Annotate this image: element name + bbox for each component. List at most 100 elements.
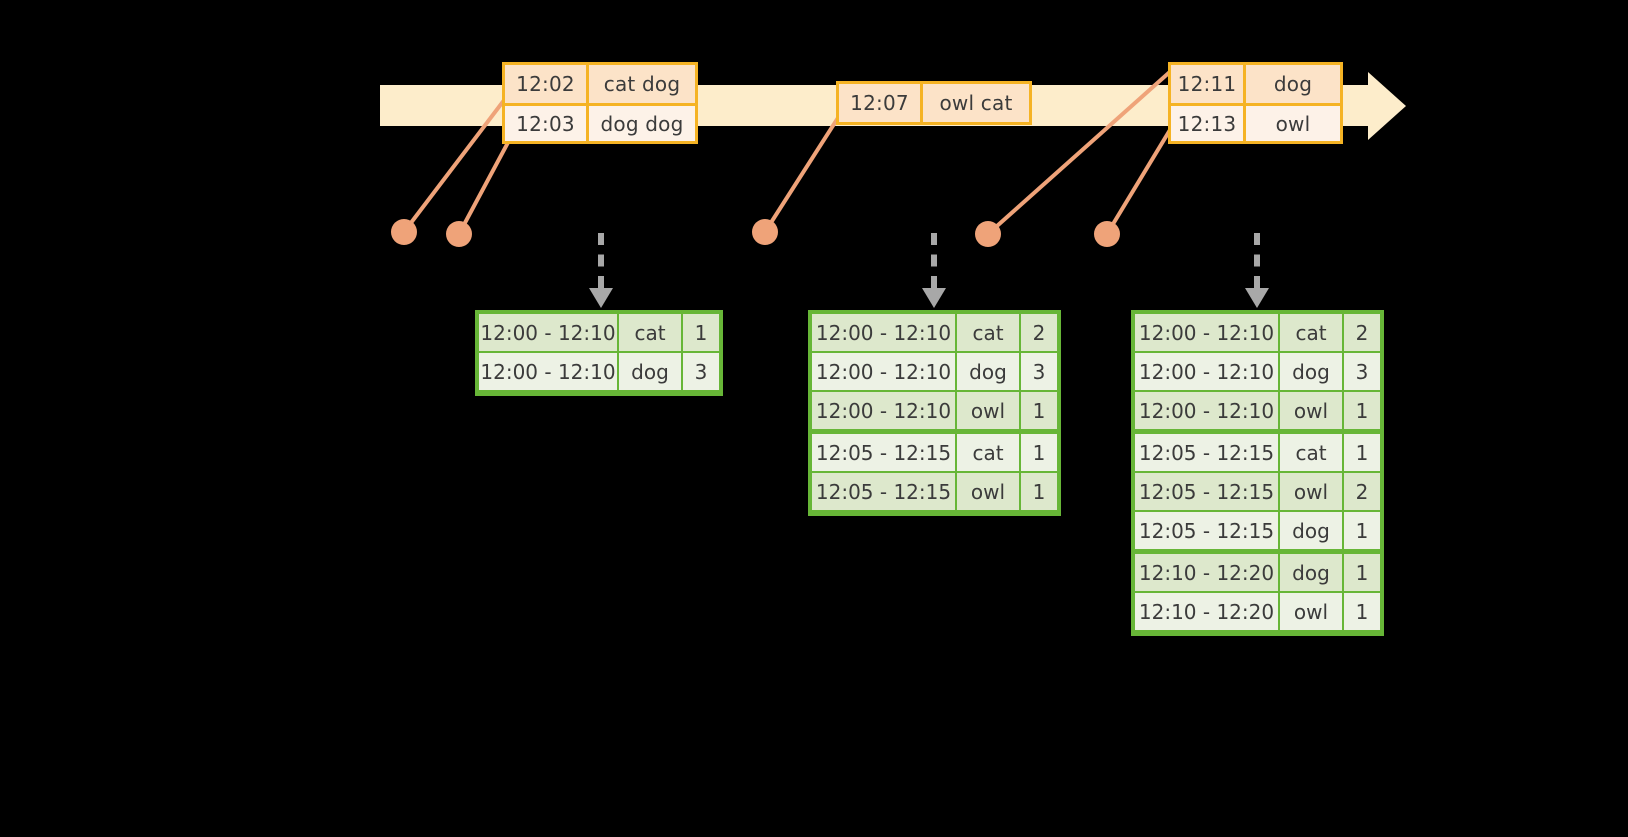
window-cell: 12:00 - 12:10 (479, 314, 617, 351)
window-cell: 12:00 - 12:10 (812, 353, 955, 390)
window-cell: 12:00 - 12:10 (1135, 392, 1278, 429)
event-row: 12:02 cat dog (505, 65, 695, 103)
word-cell: cat (1280, 314, 1342, 351)
count-cell: 2 (1344, 473, 1380, 510)
event-time: 12:03 (516, 111, 575, 136)
event-time-cell: 12:13 (1171, 106, 1246, 141)
flow-arrow-2-head-icon (922, 288, 946, 308)
event-time-cell: 12:03 (505, 106, 589, 141)
flow-arrow-1-line (598, 233, 610, 288)
count-cell: 1 (1344, 512, 1380, 549)
word-cell: cat (619, 314, 681, 351)
event-words: dog dog (600, 111, 684, 136)
window-cell: 12:00 - 12:10 (1135, 353, 1278, 390)
event-row: 12:13 owl (1171, 103, 1340, 141)
event-words-cell: dog dog (589, 106, 695, 141)
event-box-3: 12:11 dog 12:13 owl (1168, 62, 1343, 144)
event-row: 12:03 dog dog (505, 103, 695, 141)
flow-arrow-3-head-icon (1245, 288, 1269, 308)
window-cell: 12:00 - 12:10 (479, 353, 617, 390)
event-words: dog (1273, 72, 1313, 96)
event-dot-3 (752, 219, 778, 245)
event-time: 12:11 (1177, 72, 1237, 96)
event-dot-2 (446, 221, 472, 247)
count-cell: 1 (1021, 392, 1057, 429)
count-cell: 1 (1344, 554, 1380, 591)
window-cell: 12:00 - 12:10 (1135, 314, 1278, 351)
word-cell: cat (957, 434, 1019, 471)
event-dot-4 (975, 221, 1001, 247)
table-row: 12:00 - 12:10 cat 2 (1135, 314, 1380, 353)
timeline-arrowhead-icon (1368, 72, 1406, 140)
count-cell: 3 (1021, 353, 1057, 390)
event-words: owl (1275, 111, 1311, 136)
count-cell: 2 (1344, 314, 1380, 351)
event-words-cell: owl cat (923, 84, 1029, 122)
word-cell: dog (619, 353, 681, 390)
event-time: 12:07 (850, 91, 909, 115)
count-cell: 1 (1344, 434, 1380, 471)
result-table-3: 12:00 - 12:10 cat 2 12:00 - 12:10 dog 3 … (1131, 310, 1384, 636)
count-cell: 3 (683, 353, 719, 390)
window-cell: 12:05 - 12:15 (1135, 473, 1278, 510)
flow-arrow-2-line (931, 233, 943, 288)
event-time: 12:13 (1177, 111, 1237, 136)
event-row: 12:07 owl cat (839, 84, 1029, 122)
word-cell: dog (1280, 512, 1342, 549)
event-box-1: 12:02 cat dog 12:03 dog dog (502, 62, 698, 144)
table-row: 12:05 - 12:15 dog 1 (1135, 512, 1380, 554)
count-cell: 1 (1021, 473, 1057, 510)
word-cell: owl (957, 473, 1019, 510)
word-cell: owl (1280, 392, 1342, 429)
event-time-cell: 12:02 (505, 65, 589, 103)
word-cell: dog (957, 353, 1019, 390)
word-cell: dog (1280, 353, 1342, 390)
count-cell: 1 (683, 314, 719, 351)
event-words-cell: cat dog (589, 65, 695, 103)
table-row: 12:00 - 12:10 owl 1 (1135, 392, 1380, 434)
table-row: 12:10 - 12:20 owl 1 (1135, 593, 1380, 632)
result-table-1: 12:00 - 12:10 cat 1 12:00 - 12:10 dog 3 (475, 310, 723, 396)
event-words-cell: owl (1246, 106, 1340, 141)
word-cell: owl (1280, 473, 1342, 510)
event-dot-5 (1094, 221, 1120, 247)
table-row: 12:00 - 12:10 owl 1 (812, 392, 1057, 434)
word-cell: owl (957, 392, 1019, 429)
window-cell: 12:05 - 12:15 (812, 434, 955, 471)
count-cell: 1 (1344, 593, 1380, 630)
window-cell: 12:00 - 12:10 (812, 314, 955, 351)
table-row: 12:05 - 12:15 cat 1 (812, 434, 1057, 473)
count-cell: 1 (1344, 392, 1380, 429)
count-cell: 3 (1344, 353, 1380, 390)
count-cell: 2 (1021, 314, 1057, 351)
word-cell: cat (957, 314, 1019, 351)
event-row: 12:11 dog (1171, 65, 1340, 103)
event-words: owl cat (939, 91, 1013, 115)
table-row: 12:10 - 12:20 dog 1 (1135, 554, 1380, 593)
count-cell: 1 (1021, 434, 1057, 471)
table-row: 12:05 - 12:15 cat 1 (1135, 434, 1380, 473)
flow-arrow-3-line (1254, 233, 1266, 288)
event-box-2: 12:07 owl cat (836, 81, 1032, 125)
table-row: 12:00 - 12:10 dog 3 (812, 353, 1057, 392)
word-cell: dog (1280, 554, 1342, 591)
table-row: 12:00 - 12:10 dog 3 (1135, 353, 1380, 392)
window-cell: 12:05 - 12:15 (812, 473, 955, 510)
word-cell: cat (1280, 434, 1342, 471)
result-table-2: 12:00 - 12:10 cat 2 12:00 - 12:10 dog 3 … (808, 310, 1061, 516)
table-row: 12:05 - 12:15 owl 2 (1135, 473, 1380, 512)
event-time: 12:02 (516, 72, 575, 96)
flow-arrow-1-head-icon (589, 288, 613, 308)
window-cell: 12:00 - 12:10 (812, 392, 955, 429)
event-words: cat dog (603, 72, 681, 96)
table-row: 12:05 - 12:15 owl 1 (812, 473, 1057, 512)
event-time-cell: 12:07 (839, 84, 923, 122)
word-cell: owl (1280, 593, 1342, 630)
table-row: 12:00 - 12:10 dog 3 (479, 353, 719, 392)
table-row: 12:00 - 12:10 cat 1 (479, 314, 719, 353)
table-row: 12:00 - 12:10 cat 2 (812, 314, 1057, 353)
window-cell: 12:10 - 12:20 (1135, 593, 1278, 630)
event-words-cell: dog (1246, 65, 1340, 103)
window-cell: 12:05 - 12:15 (1135, 434, 1278, 471)
